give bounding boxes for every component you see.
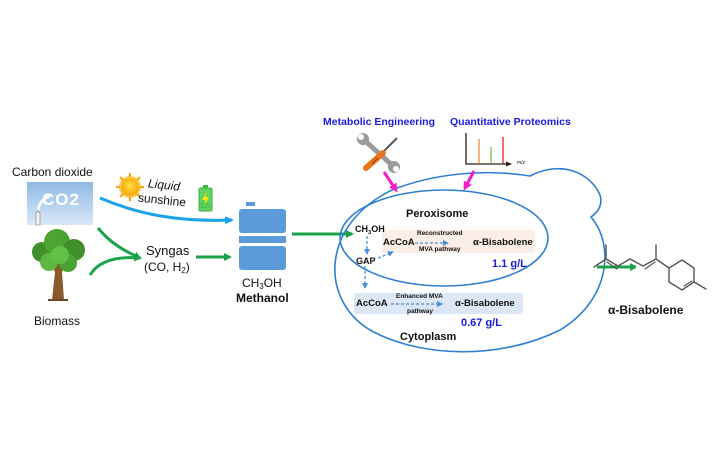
cytoplasm-pathway-line1: Enhanced MVA <box>396 293 443 300</box>
engineering-arrow <box>382 171 398 193</box>
co2-label: Carbon dioxide <box>12 165 93 179</box>
co2-image-text: CO2 <box>42 190 80 210</box>
peroxisome-pathway-line1: Reconstructed <box>417 230 463 237</box>
battery-icon <box>198 185 213 212</box>
tools-icon <box>357 133 400 173</box>
methanol-formula-sub: 3 <box>259 282 264 291</box>
liquid-sunshine-arrow <box>99 196 234 225</box>
peroxisome-substrate: CH3OH <box>355 224 385 236</box>
peroxisome-substrate-post: OH <box>371 224 385 234</box>
peroxisome-intermediate: GAP <box>356 256 376 266</box>
cytoplasm-titer: 0.67 g/L <box>461 317 502 329</box>
syngas-label: Syngas <box>146 243 190 258</box>
syngas-formula-open: (CO, H <box>144 260 182 274</box>
methanol-barrel-icon <box>239 202 286 270</box>
metabolic-engineering-label: Metabolic Engineering <box>323 116 436 128</box>
gap-to-accoa-arrow <box>377 251 394 259</box>
cytoplasm-precursor: AcCoA <box>356 298 388 309</box>
tree-icon <box>32 229 85 301</box>
peroxisome-precursor: AcCoA <box>383 237 415 248</box>
cytoplasm-pathway-line2: pathway <box>407 308 434 315</box>
methanol-formula-post: OH <box>263 276 282 290</box>
cell-outline <box>334 167 606 353</box>
peroxisome-titer: 1.1 g/L <box>492 258 527 270</box>
proteomics-arrow <box>463 170 476 191</box>
syngas-formula-sub: 2 <box>181 266 186 275</box>
peroxisome-substrate-pre: CH <box>355 224 368 234</box>
sun-icon <box>116 173 144 201</box>
peroxisome-pathway-box <box>382 230 535 253</box>
spectrum-axis-label: m/z <box>517 160 526 166</box>
quantitative-proteomics-label: Quantitative Proteomics <box>450 116 571 128</box>
methanol-name: Methanol <box>236 291 289 305</box>
cytoplasm-title: Cytoplasm <box>400 331 457 343</box>
peroxisome-substrate-sub: 3 <box>368 230 372 236</box>
syngas-formula: (CO, H2) <box>144 260 190 274</box>
methanol-formula-pre: CH <box>242 276 260 290</box>
peroxisome-title: Peroxisome <box>406 208 469 220</box>
cytoplasm-product: α-Bisabolene <box>455 298 515 309</box>
co2-image-text-value: CO2 <box>42 190 80 209</box>
peroxisome-outline <box>339 189 549 287</box>
peroxisome-product: α-Bisabolene <box>473 237 533 248</box>
methanol-formula: CH3OH <box>242 276 282 290</box>
biomass-label: Biomass <box>34 314 81 328</box>
co2-image <box>27 182 93 226</box>
spectrum-icon <box>465 133 512 167</box>
product-name: α-Bisabolene <box>608 303 684 317</box>
peroxisome-pathway-line2: MVA pathway <box>419 246 461 253</box>
biomass-to-syngas-arrow <box>88 253 142 276</box>
syngas-formula-close: ) <box>185 260 190 274</box>
